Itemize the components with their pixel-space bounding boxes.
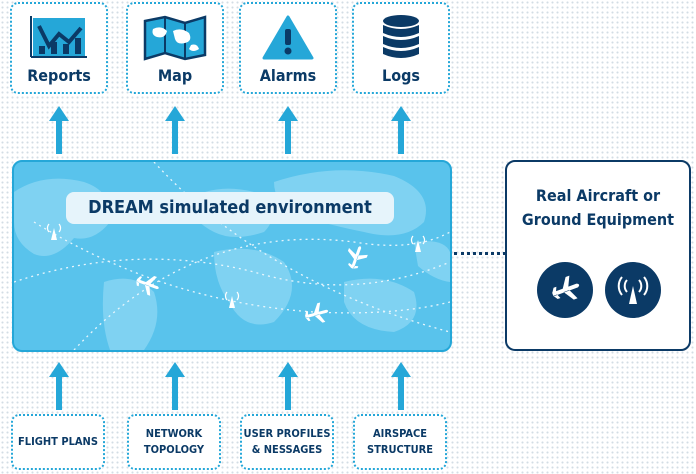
real-equipment-title: Real Aircraft or Ground Equipment xyxy=(521,186,675,229)
arrow-up-network-topology xyxy=(165,362,185,410)
flight-plans-box: FLIGHT PLANS xyxy=(11,414,105,470)
alarms-box: Alarms xyxy=(239,2,337,94)
reports-label: Reports xyxy=(27,66,91,85)
chart-icon xyxy=(12,12,106,64)
network-topology-box: NETWORK TOPOLOGY xyxy=(127,414,221,470)
arrow-up-logs xyxy=(391,106,411,154)
arrow-up-reports xyxy=(49,106,69,154)
antenna-icon xyxy=(605,262,661,318)
reports-box: Reports xyxy=(10,2,108,94)
alarm-icon xyxy=(241,12,335,64)
airspace-structure-label: AIRSPACE STRUCTURE xyxy=(367,427,433,456)
logs-box: Logs xyxy=(352,2,450,94)
map-box: Map xyxy=(126,2,224,94)
alarms-label: Alarms xyxy=(259,66,317,85)
network-topology-label: NETWORK TOPOLOGY xyxy=(143,427,205,456)
logs-label: Logs xyxy=(382,66,420,85)
map-icon xyxy=(128,12,222,64)
connector-line xyxy=(454,252,506,255)
map-label: Map xyxy=(157,66,193,85)
arrow-up-airspace-structure xyxy=(391,362,411,410)
arrow-up-flight-plans xyxy=(49,362,69,410)
arrow-up-user-profiles xyxy=(278,362,298,410)
real-equipment-box: Real Aircraft or Ground Equipment xyxy=(505,160,691,351)
user-profiles-box: USER PROFILES & NESSAGES xyxy=(240,414,334,470)
flight-plans-label: FLIGHT PLANS xyxy=(18,435,98,448)
dream-environment: DREAM simulated environment xyxy=(12,160,452,352)
airspace-structure-box: AIRSPACE STRUCTURE xyxy=(353,414,447,470)
database-icon xyxy=(354,12,448,64)
airplane-icon xyxy=(537,262,593,318)
user-profiles-label: USER PROFILES & NESSAGES xyxy=(243,427,331,456)
arrow-up-map xyxy=(165,106,185,154)
arrow-up-alarms xyxy=(278,106,298,154)
world-map-icon xyxy=(14,162,450,350)
environment-title: DREAM simulated environment xyxy=(66,192,394,224)
